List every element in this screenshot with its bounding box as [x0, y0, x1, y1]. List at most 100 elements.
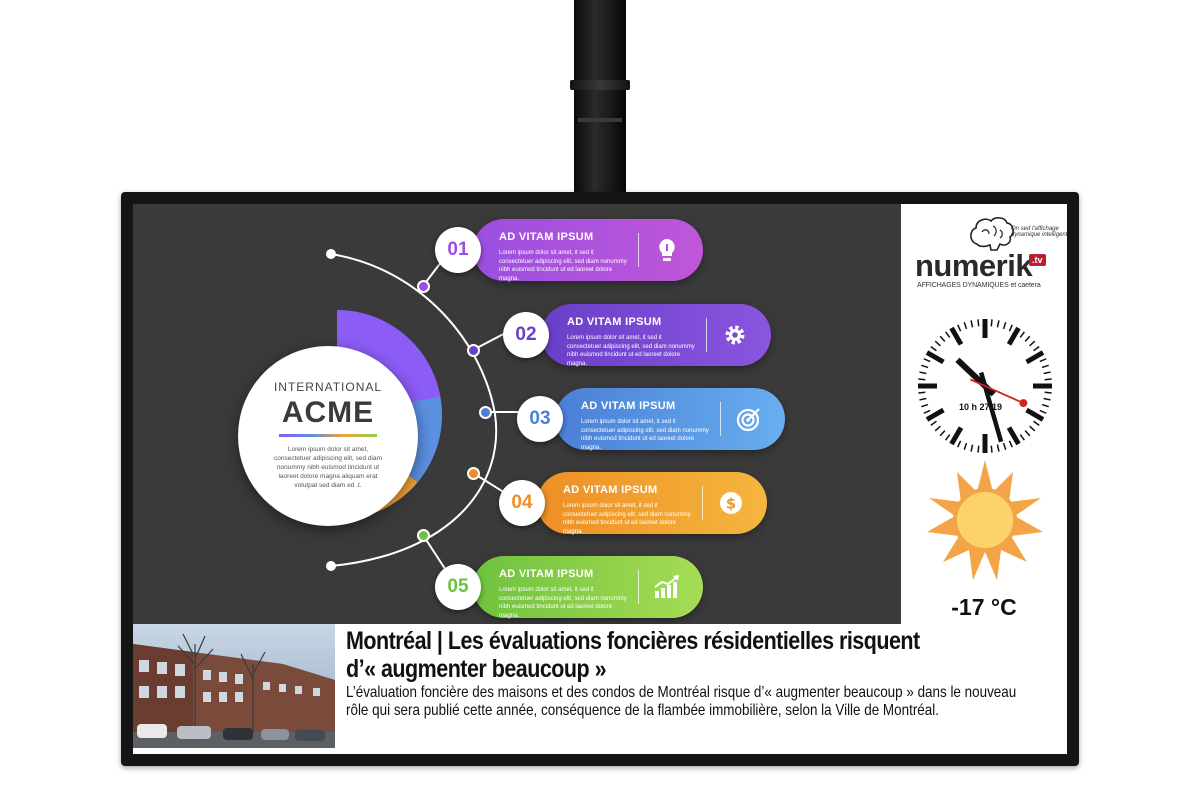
clock-minute-tick: [923, 409, 931, 414]
gear-icon: [721, 321, 749, 349]
step-title: AD VITAM IPSUM: [499, 231, 594, 243]
sidebar-panel: On sed l'affichage dynamique intelligent…: [901, 204, 1067, 624]
clock-minute-tick: [934, 425, 941, 432]
logo-tagline: On sed l'affichage dynamique intelligent…: [1011, 226, 1067, 238]
clock-minute-tick: [918, 378, 926, 381]
step-divider: [720, 402, 721, 436]
step-card-01: AD VITAM IPSUM Lorem ipsum dolor sit ame…: [473, 219, 703, 282]
step-card-02: AD VITAM IPSUM Lorem ipsum dolor sit ame…: [541, 304, 771, 367]
clock-minute-tick: [990, 319, 993, 327]
step-card-05: AD VITAM IPSUM Lorem ipsum dolor sit ame…: [473, 556, 703, 619]
timeline-dot-05: [417, 529, 430, 542]
clock-minute-tick: [1044, 378, 1052, 381]
clock-minute-tick: [970, 320, 974, 328]
center-kicker: INTERNATIONAL: [273, 380, 383, 394]
logo-wordmark: numerik: [915, 248, 1033, 283]
clock-minute-tick: [1029, 340, 1036, 347]
clock-minute-tick: [923, 358, 931, 363]
sun-icon: [923, 458, 1047, 587]
clock-minute-tick: [1041, 364, 1049, 369]
step-card-04: AD VITAM IPSUM Lorem ipsum dolor sit ame…: [537, 472, 767, 535]
mount-joint: [578, 118, 622, 122]
step-number-01: 01: [435, 227, 481, 273]
infographic-panel: INTERNATIONAL ACME Lorem ipsum dolor sit…: [133, 204, 901, 624]
clock-minute-tick: [939, 335, 946, 342]
step-divider: [638, 233, 639, 267]
step-title: AD VITAM IPSUM: [567, 316, 662, 328]
svg-text:$: $: [726, 495, 736, 513]
clock-minute-tick: [918, 391, 926, 394]
clock-minute-hand: [978, 371, 1004, 443]
clock-hour-tick: [1006, 326, 1021, 346]
clock-minute-tick: [963, 442, 968, 450]
clock-hour-tick: [925, 407, 945, 422]
clock-second-hand: [970, 378, 1024, 404]
timeline-dot-02: [467, 344, 480, 357]
clock-minute-tick: [957, 324, 962, 332]
clock-minute-tick: [963, 322, 968, 330]
clock-minute-tick: [996, 320, 1000, 328]
clock-minute-tick: [919, 371, 927, 375]
center-description: Lorem ipsum dolor sit amet, consectetuer…: [273, 446, 383, 489]
ceiling-mount-pole: [574, 0, 626, 196]
news-headline-line1: Montréal | Les évaluations foncières rés…: [346, 627, 920, 655]
step-card-03: AD VITAM IPSUM Lorem ipsum dolor sit ame…: [555, 388, 785, 451]
clock-minute-tick: [970, 444, 974, 452]
clock-minute-tick: [919, 397, 927, 401]
step-text: Lorem ipsum dolor sit amet, it sed it co…: [499, 587, 627, 619]
step-title: AD VITAM IPSUM: [581, 400, 676, 412]
clock-digital-readout: 10 h 27 19: [959, 402, 1003, 412]
step-number-02: 02: [503, 312, 549, 358]
clock-minute-tick: [1043, 371, 1051, 375]
news-body: L’évaluation foncière des maisons et des…: [346, 684, 1017, 719]
timeline-dot-03: [479, 406, 492, 419]
news-ticker: Montréal | Les évaluations foncières rés…: [133, 624, 1067, 754]
step-divider: [638, 570, 639, 604]
mount-collar: [570, 80, 630, 90]
clock-minute-tick: [945, 331, 951, 338]
clock-minute-tick: [990, 445, 993, 453]
clock-minute-tick: [1041, 403, 1049, 408]
clock-minute-tick: [930, 420, 937, 426]
growth-chart-icon: [653, 573, 681, 601]
clock-minute-tick: [945, 434, 951, 441]
step-divider: [706, 318, 707, 352]
clock-minute-tick: [1008, 440, 1013, 448]
logo-tld-badge: .tv: [1029, 254, 1046, 266]
clock-minute-tick: [1044, 391, 1052, 394]
clock-minute-tick: [921, 364, 929, 369]
timeline-dot-01: [417, 280, 430, 293]
step-text: Lorem ipsum dolor sit amet, it sed it co…: [499, 250, 627, 282]
step-number-03: 03: [517, 396, 563, 442]
clock-minute-tick: [1019, 434, 1025, 441]
clock-minute-tick: [934, 340, 941, 347]
timeline-dot-04: [467, 467, 480, 480]
clock-hour-tick: [1025, 350, 1045, 365]
clock-minute-tick: [957, 440, 962, 448]
clock-minute-tick: [1002, 442, 1007, 450]
clock-hour-tick: [949, 426, 964, 446]
news-headline: Montréal | Les évaluations foncières rés…: [346, 627, 958, 683]
dollar-icon: $: [717, 489, 745, 517]
display-monitor: INTERNATIONAL ACME Lorem ipsum dolor sit…: [121, 192, 1079, 766]
clock-second-tip: [1019, 399, 1028, 408]
temperature-readout: -17 °C: [951, 594, 1017, 620]
step-title: AD VITAM IPSUM: [563, 484, 658, 496]
target-icon: [735, 405, 763, 433]
news-photo: [133, 624, 335, 748]
display-screen: INTERNATIONAL ACME Lorem ipsum dolor sit…: [133, 204, 1067, 754]
analog-clock: [917, 318, 1053, 454]
logo-subtitle: AFFICHAGES DYNAMIQUES et caetera: [917, 282, 1041, 289]
clock-hour-tick: [949, 326, 964, 346]
clock-minute-tick: [1039, 409, 1047, 414]
step-number-04: 04: [499, 480, 545, 526]
brand-underline: [279, 434, 377, 437]
clock-minute-tick: [939, 430, 946, 437]
clock-minute-tick: [977, 445, 980, 453]
step-number-05: 05: [435, 564, 481, 610]
clock-minute-tick: [1024, 335, 1031, 342]
brain-icon: [967, 214, 1017, 259]
clock-minute-tick: [1024, 430, 1031, 437]
clock-minute-tick: [977, 319, 980, 327]
clock-minute-tick: [1029, 425, 1036, 432]
